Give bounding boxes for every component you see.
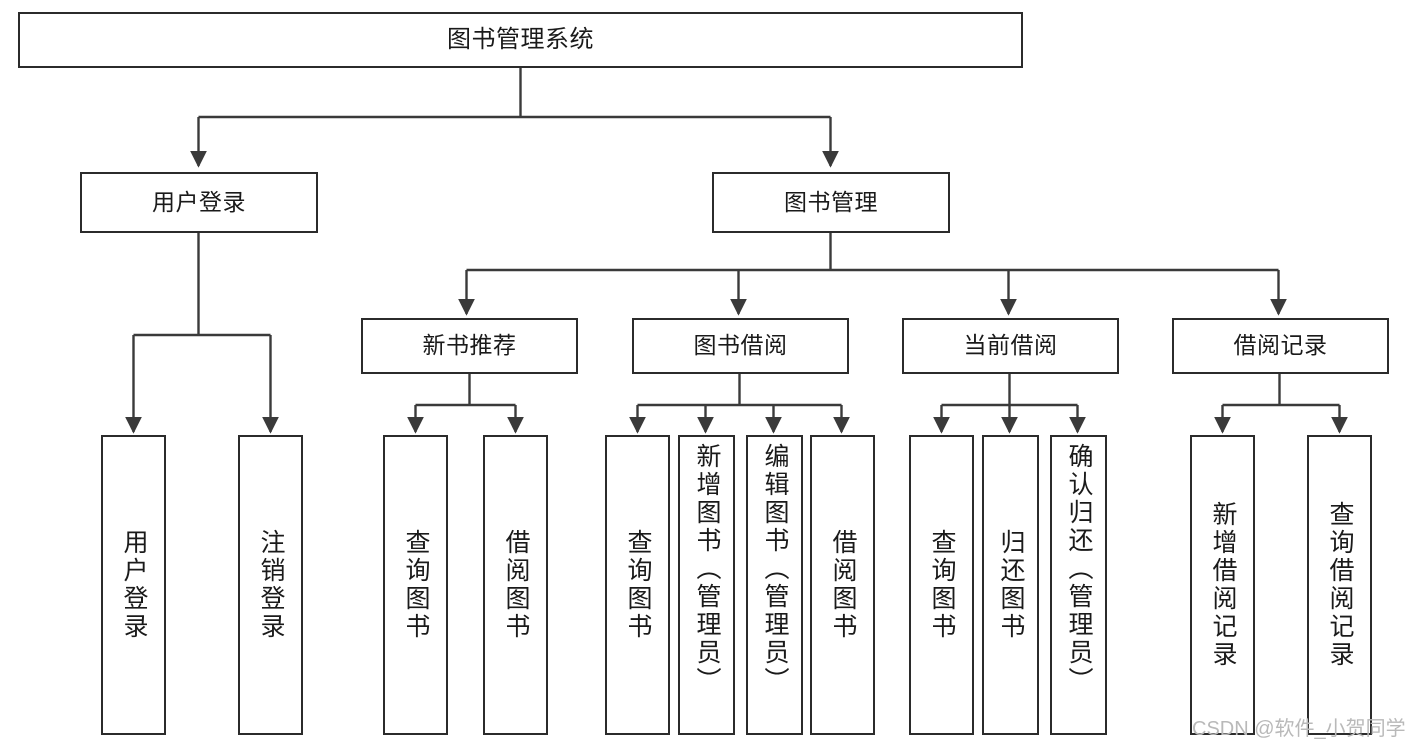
node-leaf-query-book-1[interactable]: 查询图书 (383, 435, 448, 735)
node-leaf-add-record[interactable]: 新增借阅记录 (1190, 435, 1255, 735)
node-root[interactable]: 图书管理系统 (18, 12, 1023, 68)
node-leaf-query-book-2-label: 查询图书 (624, 529, 652, 641)
node-book-borrow[interactable]: 图书借阅 (632, 318, 849, 374)
node-leaf-add-book[interactable]: 新增图书（管理员） (678, 435, 735, 735)
node-leaf-borrow-book-1[interactable]: 借阅图书 (483, 435, 548, 735)
node-leaf-borrow-book-2[interactable]: 借阅图书 (810, 435, 875, 735)
node-leaf-add-book-label: 新增图书（管理员） (693, 443, 721, 695)
node-current-borrow-label: 当前借阅 (963, 332, 1058, 359)
node-leaf-user-logout-label: 注销登录 (257, 529, 285, 641)
node-leaf-return-book[interactable]: 归还图书 (982, 435, 1039, 735)
node-leaf-query-record[interactable]: 查询借阅记录 (1307, 435, 1372, 735)
node-book-manage[interactable]: 图书管理 (712, 172, 950, 233)
node-user-login[interactable]: 用户登录 (80, 172, 318, 233)
csdn-watermark: CSDN @软件_小贺同学 (1192, 718, 1405, 740)
node-leaf-confirm-return[interactable]: 确认归还（管理员） (1050, 435, 1107, 735)
node-book-manage-label: 图书管理 (784, 188, 878, 215)
node-leaf-user-logout[interactable]: 注销登录 (238, 435, 303, 735)
node-new-book-rec[interactable]: 新书推荐 (361, 318, 578, 374)
node-borrow-record[interactable]: 借阅记录 (1172, 318, 1389, 374)
node-leaf-edit-book-label: 编辑图书（管理员） (761, 443, 789, 695)
node-leaf-query-book-3-label: 查询图书 (928, 529, 956, 641)
node-leaf-query-book-3[interactable]: 查询图书 (909, 435, 974, 735)
node-new-book-rec-label: 新书推荐 (422, 332, 517, 359)
node-leaf-user-login[interactable]: 用户登录 (101, 435, 166, 735)
node-leaf-return-book-label: 归还图书 (997, 529, 1025, 641)
node-leaf-borrow-book-2-label: 借阅图书 (829, 529, 857, 641)
node-book-borrow-label: 图书借阅 (693, 332, 788, 359)
node-user-login-label: 用户登录 (152, 188, 246, 215)
node-borrow-record-label: 借阅记录 (1233, 332, 1328, 359)
node-leaf-user-login-label: 用户登录 (120, 529, 148, 641)
node-leaf-borrow-book-1-label: 借阅图书 (502, 529, 530, 641)
node-current-borrow[interactable]: 当前借阅 (902, 318, 1119, 374)
node-leaf-edit-book[interactable]: 编辑图书（管理员） (746, 435, 803, 735)
node-leaf-confirm-return-label: 确认归还（管理员） (1065, 443, 1093, 695)
node-leaf-add-record-label: 新增借阅记录 (1209, 501, 1237, 669)
node-root-label: 图书管理系统 (447, 25, 594, 53)
node-leaf-query-record-label: 查询借阅记录 (1326, 501, 1354, 669)
node-leaf-query-book-2[interactable]: 查询图书 (605, 435, 670, 735)
node-leaf-query-book-1-label: 查询图书 (402, 529, 430, 641)
